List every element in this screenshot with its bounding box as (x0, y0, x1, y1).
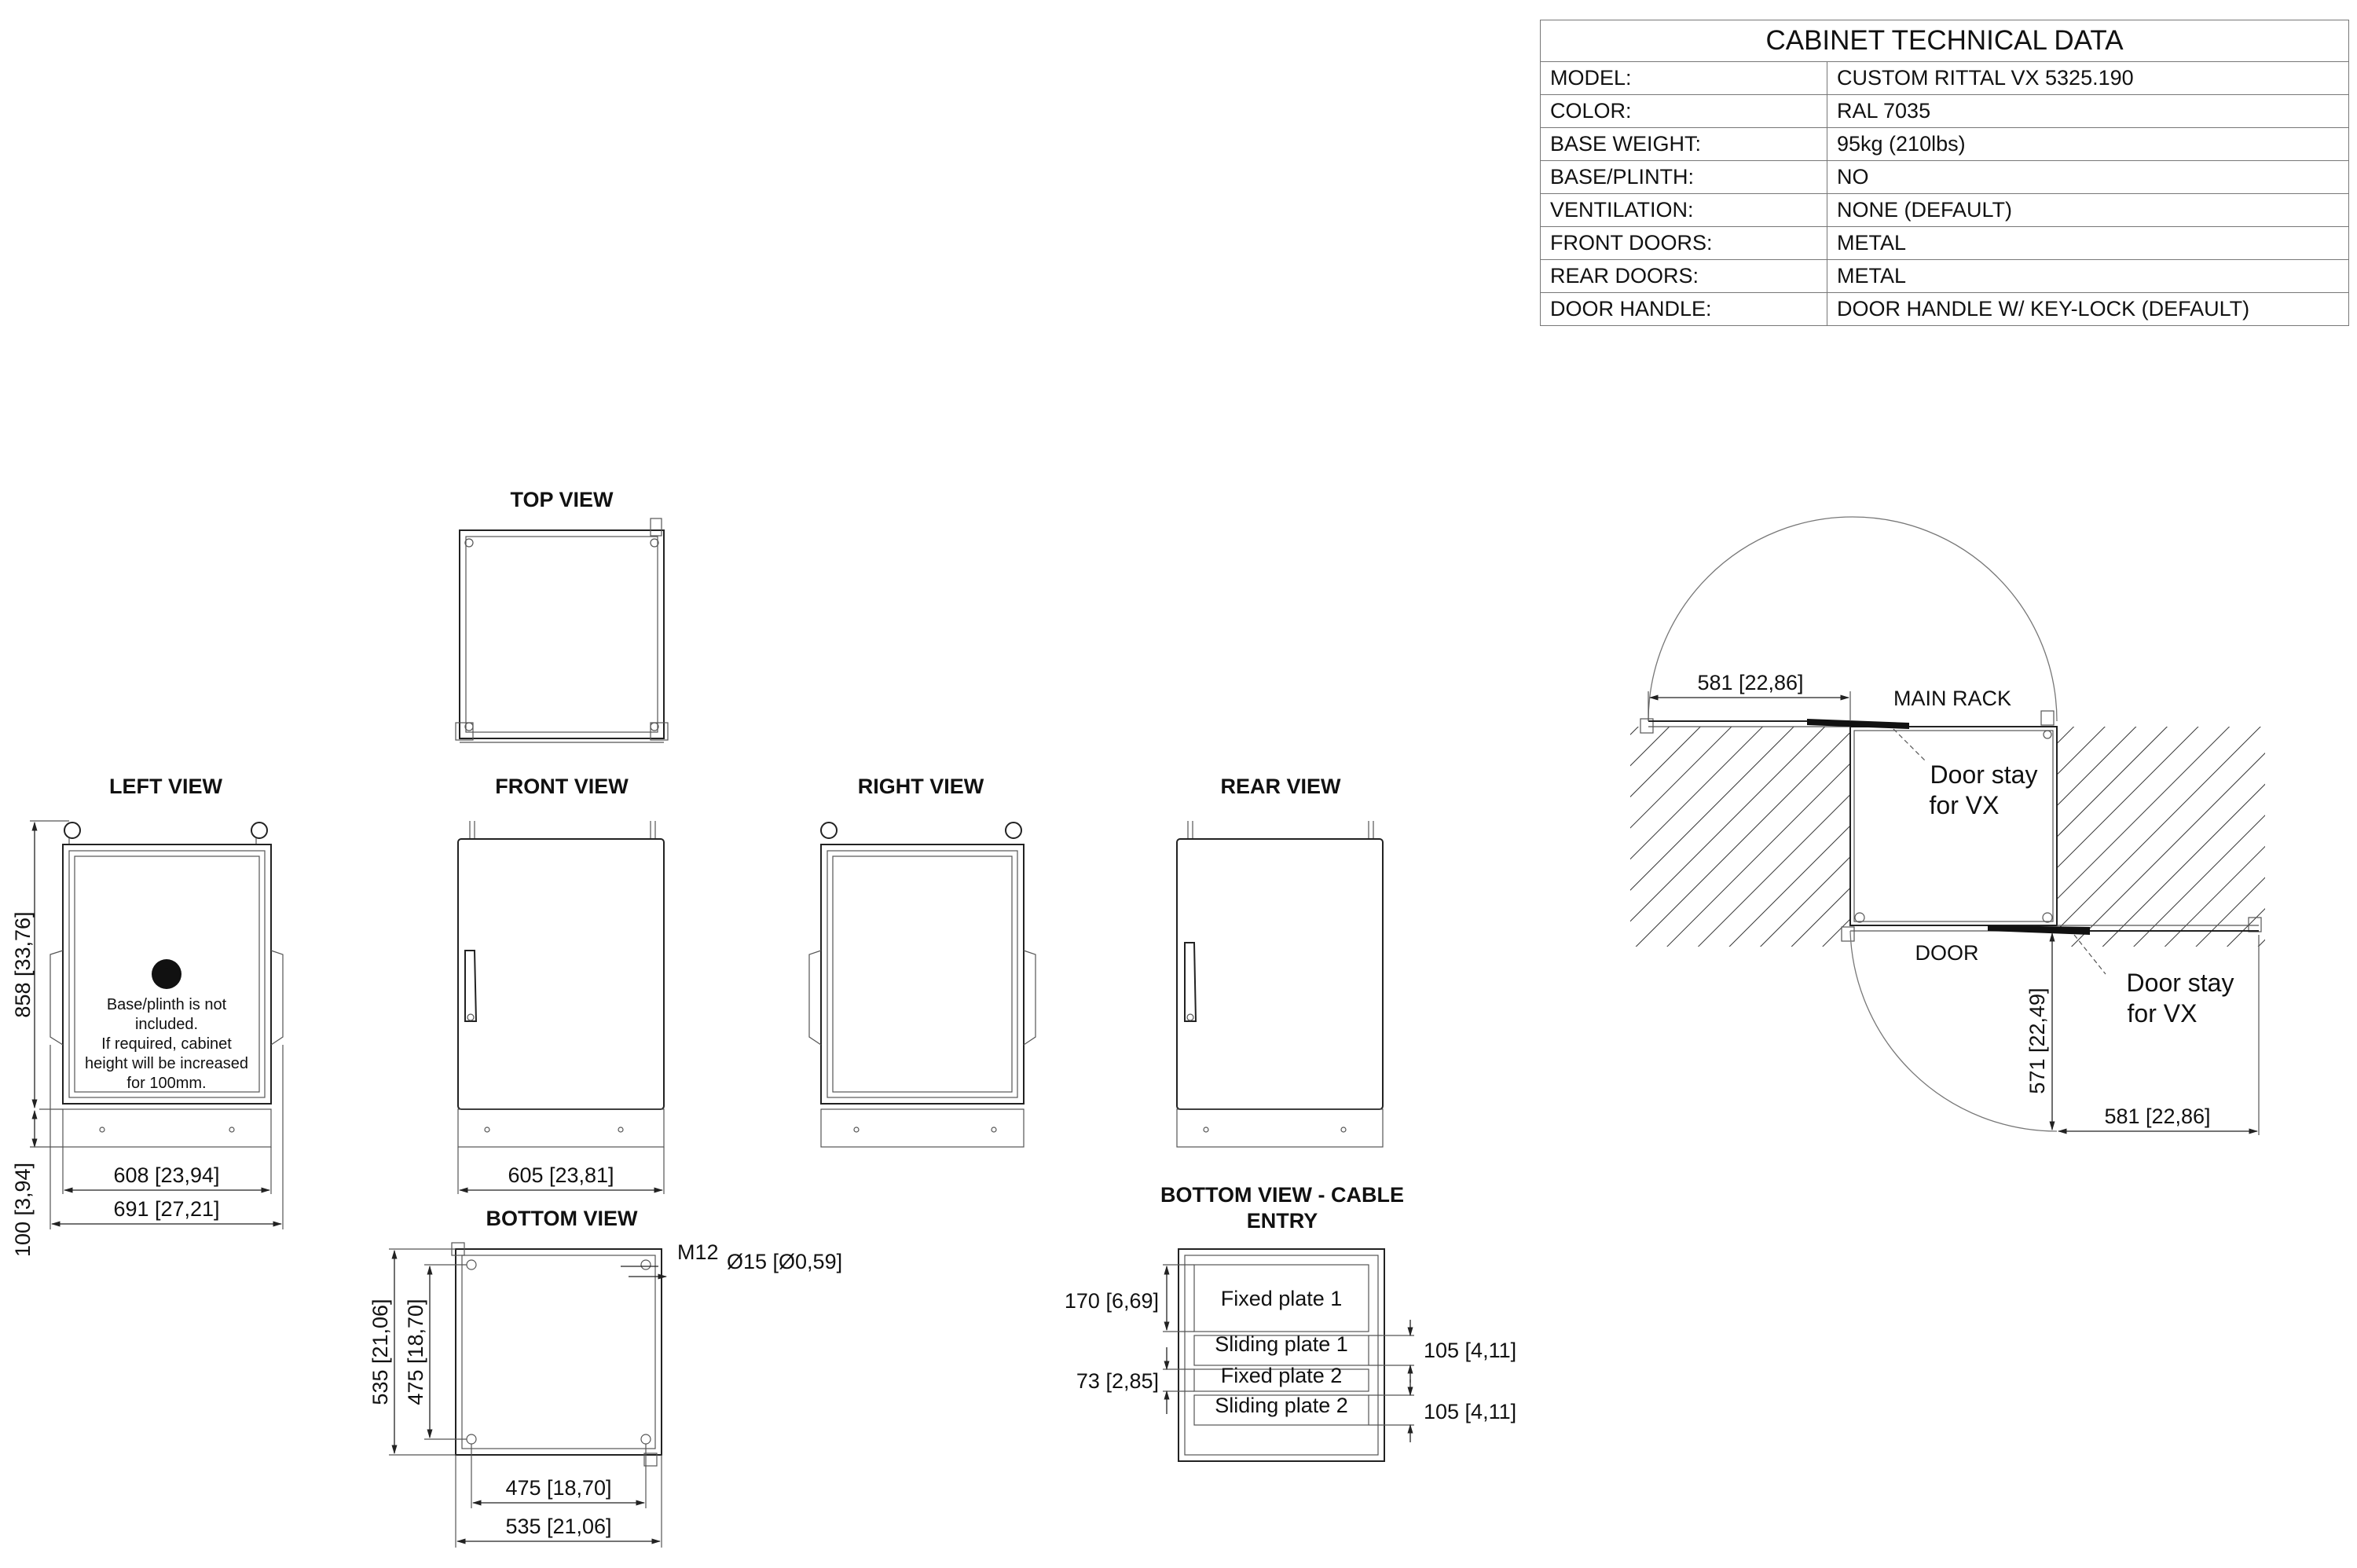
door-swing-diagram: 581 [22,86] MAIN RACK Door stay for VX D… (1630, 516, 2265, 1135)
info-note-line1: Base/plinth is not (107, 996, 227, 1013)
spec-label: BASE/PLINTH: (1540, 160, 1827, 194)
table-row: FRONT DOORS:METAL (1540, 226, 2349, 260)
spec-label: DOOR HANDLE: (1540, 292, 1827, 326)
main-rack-label: MAIN RACK (1893, 687, 2011, 710)
door-stay-1-line2: for VX (1930, 791, 2000, 819)
table-row: DOOR HANDLE:DOOR HANDLE W/ KEY-LOCK (DEF… (1540, 292, 2349, 326)
front-view-title: FRONT VIEW (495, 775, 629, 798)
door-stay-2-line1: Door stay (2127, 969, 2234, 997)
dim-m12: M12 (677, 1240, 719, 1264)
left-view: LEFT VIEW i Base/plinth is not included.… (11, 775, 284, 1257)
info-icon (152, 959, 181, 989)
info-note-line5: for 100mm. (126, 1075, 206, 1092)
dim-door-swing-v: 571 [22,49] (2025, 987, 2049, 1094)
plate-label: Sliding plate 1 (1215, 1332, 1348, 1356)
rear-view-title: REAR VIEW (1220, 775, 1341, 798)
table-row: BASE/PLINTH:NO (1540, 160, 2349, 194)
wall-hatch-left (1630, 727, 1850, 947)
door-stay (1807, 719, 1909, 729)
spec-label: BASE WEIGHT: (1540, 127, 1827, 161)
dim-cable-170: 170 [6,69] (1065, 1289, 1159, 1313)
table-row: VENTILATION:NONE (DEFAULT) (1540, 193, 2349, 227)
door-handle (1184, 942, 1197, 1022)
cable-view-title-line1: BOTTOM VIEW - CABLE (1160, 1183, 1404, 1207)
fixed-plate-1 (1193, 1264, 1369, 1332)
cable-entry-view: BOTTOM VIEW - CABLE ENTRY Fixed plate 1 … (1065, 1183, 1516, 1462)
table-row: MODEL:CUSTOM RITTAL VX 5325.190 (1540, 61, 2349, 95)
dim-bottom-outer-v: 535 [21,06] (368, 1299, 392, 1405)
front-view: FRONT VIEW 605 [23,81] (457, 775, 665, 1194)
plate-label: Fixed plate 2 (1221, 1364, 1343, 1387)
dim-left-overall: 691 [27,21] (113, 1197, 219, 1221)
bottom-view-title: BOTTOM VIEW (486, 1207, 639, 1230)
dim-bottom-inner-h: 475 [18,70] (505, 1476, 611, 1500)
plate-label: Fixed plate 1 (1221, 1287, 1343, 1310)
door-label: DOOR (1915, 941, 1979, 965)
info-note-line3: If required, cabinet (101, 1035, 232, 1053)
svg-text:i: i (163, 962, 170, 987)
spec-label: FRONT DOORS: (1540, 226, 1827, 260)
top-view: TOP VIEW (455, 488, 669, 743)
spec-table-title: CABINET TECHNICAL DATA (1540, 20, 2349, 62)
dim-bottom-outer-h: 535 [21,06] (505, 1515, 611, 1538)
wall-hatch-right (2057, 727, 2265, 947)
spec-value: NONE (DEFAULT) (1827, 193, 2349, 227)
dim-door-width-top: 581 [22,86] (1697, 671, 1803, 694)
plate-label: Sliding plate 2 (1215, 1394, 1348, 1417)
info-note-line4: height will be increased (85, 1055, 248, 1072)
sliding-plate-1 (1193, 1335, 1369, 1366)
right-view-title: RIGHT VIEW (858, 775, 984, 798)
spec-table: CABINET TECHNICAL DATA MODEL:CUSTOM RITT… (1540, 20, 2349, 326)
dim-door-width-bottom: 581 [22,86] (2104, 1105, 2210, 1128)
door-stay-1-line1: Door stay (1930, 760, 2038, 789)
right-view: RIGHT VIEW (808, 775, 1036, 1148)
top-view-title: TOP VIEW (510, 488, 614, 511)
main-rack (1849, 726, 2058, 926)
dim-cable-105a: 105 [4,11] (1424, 1339, 1516, 1362)
fixed-plate-2 (1193, 1368, 1369, 1392)
dim-cable-105b: 105 [4,11] (1424, 1400, 1516, 1423)
door-stay-2-line2: for VX (2128, 999, 2198, 1028)
left-view-title: LEFT VIEW (109, 775, 223, 798)
dim-hole-diameter: Ø15 [Ø0,59] (727, 1250, 842, 1273)
spec-label: VENTILATION: (1540, 193, 1827, 227)
door-stay (1988, 925, 2090, 935)
spec-value: CUSTOM RITTAL VX 5325.190 (1827, 61, 2349, 95)
door-handle (464, 950, 478, 1022)
dim-bottom-inner-v: 475 [18,70] (404, 1299, 427, 1405)
rear-view: REAR VIEW (1176, 775, 1384, 1148)
spec-value: DOOR HANDLE W/ KEY-LOCK (DEFAULT) (1827, 292, 2349, 326)
table-row: REAR DOORS:METAL (1540, 259, 2349, 293)
bottom-view: BOTTOM VIEW M12 Ø15 [Ø0,59] 535 [21,06] … (368, 1207, 842, 1548)
dim-left-depth: 608 [23,94] (113, 1163, 219, 1187)
dim-left-height: 858 [33,76] (11, 911, 35, 1017)
dim-front-width: 605 [23,81] (508, 1163, 614, 1187)
spec-value: METAL (1827, 259, 2349, 293)
sliding-plate-2 (1193, 1394, 1369, 1426)
spec-label: MODEL: (1540, 61, 1827, 95)
dim-cable-73: 73 [2,85] (1076, 1369, 1159, 1393)
info-note-line2: included. (135, 1016, 198, 1033)
cable-view-title-line2: ENTRY (1247, 1209, 1318, 1233)
dim-left-plinth: 100 [3,94] (11, 1163, 35, 1257)
